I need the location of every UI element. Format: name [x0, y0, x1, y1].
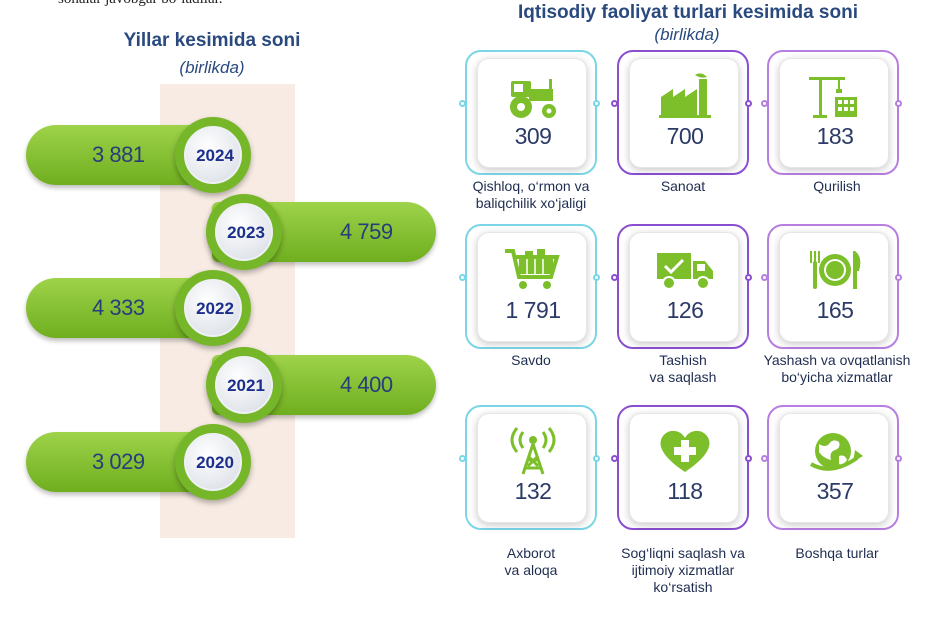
activity-label: Tashish va saqlash [649, 352, 717, 385]
frame-dot [611, 274, 618, 281]
activity-value: 132 [514, 478, 552, 504]
activity-value: 165 [816, 297, 854, 323]
year-value-label: 3 881 [92, 142, 145, 167]
activity-card: 165 [779, 232, 889, 342]
activity-label: Sog‘liqni saqlash va ijtimoiy xizmatlar … [621, 545, 745, 595]
antenna-tower-icon [503, 426, 563, 476]
right-chart-title: Iqtisodiy faoliyat turlari kesimida soni [518, 2, 858, 23]
activity-card: 132 [477, 413, 587, 523]
left-chart-title: Yillar kesimida soni [123, 30, 301, 51]
year-badge: 2022 [175, 270, 251, 346]
year-label: 2022 [196, 299, 234, 318]
activity-card: 118 [629, 413, 739, 523]
year-badge: 2021 [206, 347, 282, 423]
factory-icon [655, 71, 715, 121]
year-value-label: 4 400 [340, 372, 393, 397]
activity-label: Axborot va aloqa [504, 545, 558, 578]
frame-dot [459, 274, 466, 281]
activity-card: 1 791 [477, 232, 587, 342]
activity-value: 183 [816, 123, 854, 149]
activity-value: 357 [816, 478, 854, 504]
frame-dot [611, 455, 618, 462]
activity-label: Qishloq, o‘rmon va baliqchilik xo‘jaligi [472, 178, 590, 211]
frame-dot [761, 455, 768, 462]
activity-label: Sanoat [660, 178, 706, 194]
activity-card: 309 [477, 58, 587, 168]
year-badge: 2023 [206, 194, 282, 270]
frame-dot [895, 455, 902, 462]
year-label: 2023 [227, 223, 265, 242]
year-badge: 2024 [175, 117, 251, 193]
activity-value: 700 [666, 123, 704, 149]
frame-dot [593, 274, 600, 281]
frame-dot [459, 100, 466, 107]
activity-value: 309 [514, 123, 552, 149]
shopping-cart-icon [503, 245, 563, 295]
year-value-label: 4 759 [340, 219, 393, 244]
heart-cross-icon [655, 426, 715, 476]
cut-off-text: sohalar javobgar bo‘ladilar. [58, 0, 223, 8]
frame-dot [611, 100, 618, 107]
frame-dot [895, 100, 902, 107]
activity-value: 118 [667, 478, 703, 504]
crane-building-icon [805, 71, 865, 121]
globe-arrow-icon [805, 426, 865, 476]
year-label: 2024 [196, 146, 234, 165]
frame-dot [895, 274, 902, 281]
activity-card: 183 [779, 58, 889, 168]
plate-fork-knife-icon [805, 245, 865, 295]
frame-dot [761, 100, 768, 107]
year-badge: 2020 [175, 424, 251, 500]
frame-dot [761, 274, 768, 281]
delivery-truck-icon [655, 245, 715, 295]
tractor-icon [503, 71, 563, 121]
activity-card: 700 [629, 58, 739, 168]
right-chart-subtitle: (birlikda) [654, 25, 720, 44]
activity-card: 357 [779, 413, 889, 523]
frame-dot [745, 274, 752, 281]
frame-dot [745, 100, 752, 107]
frame-dot [459, 455, 466, 462]
year-label: 2020 [196, 453, 234, 472]
frame-dot [593, 455, 600, 462]
activity-label: Savdo [511, 352, 551, 368]
activity-card: 126 [629, 232, 739, 342]
frame-dot [593, 100, 600, 107]
activity-label: Boshqa turlar [795, 545, 879, 561]
frame-dot [745, 455, 752, 462]
activity-value: 126 [666, 297, 704, 323]
year-label: 2021 [227, 376, 265, 395]
year-value-label: 4 333 [92, 295, 145, 320]
year-value-label: 3 029 [92, 449, 145, 474]
activity-value: 1 791 [505, 297, 561, 323]
activity-label: Yashash va ovqatlanish bo‘yicha xizmatla… [763, 352, 911, 385]
left-chart-subtitle: (birlikda) [179, 58, 245, 77]
activity-label: Qurilish [813, 178, 861, 194]
